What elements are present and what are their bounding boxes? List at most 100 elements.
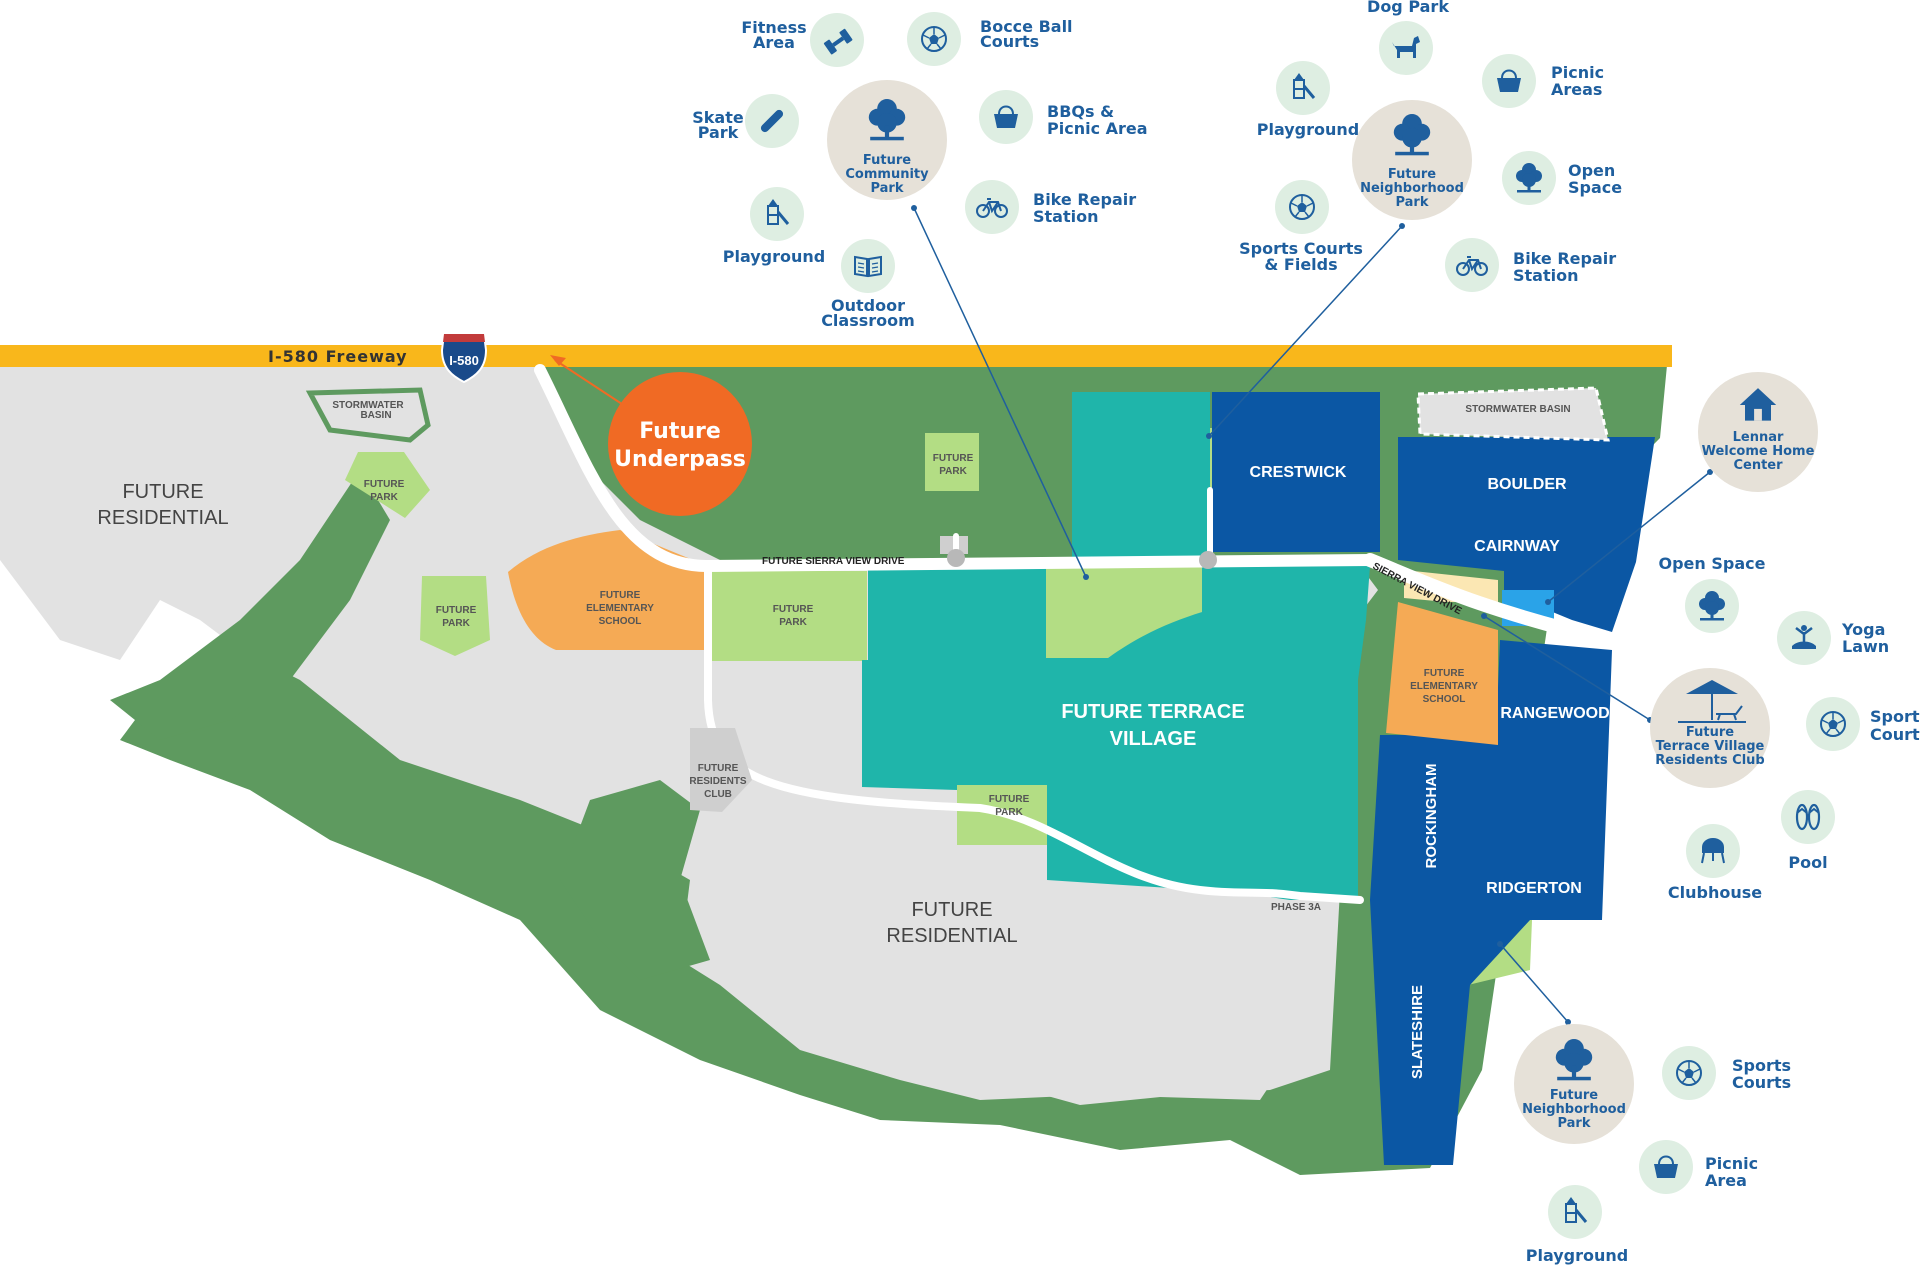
amenity-dog-park[interactable]: Dog Park [1367, 0, 1449, 75]
school-right-l3: SCHOOL [1423, 694, 1466, 705]
stormwater-basin-right [1416, 386, 1610, 442]
sports-court-l2: Court [1870, 725, 1920, 744]
picnic-area-l2: Area [1705, 1171, 1747, 1190]
hub-welcome-l1: Lennar [1733, 430, 1784, 445]
hub-community-l1: Future [863, 153, 911, 168]
amenity-open-space-2[interactable]: Open Space [1659, 554, 1766, 633]
amenity-sports-fields[interactable]: Sports Courts & Fields [1239, 180, 1363, 274]
amenity-picnic-areas[interactable]: Picnic Areas [1482, 54, 1604, 108]
hub-neighborhood-park-top[interactable]: Future Neighborhood Park [1352, 100, 1472, 220]
neighborhoods [1212, 392, 1655, 1165]
school-left-l3: SCHOOL [599, 616, 642, 627]
sports-court-l1: Sports [1870, 707, 1920, 726]
hub-neighborhood-park-bottom[interactable]: Future Neighborhood Park [1514, 1024, 1634, 1144]
future-park-2 [420, 576, 490, 656]
future-parks [345, 428, 1532, 985]
residents-club-labels: FUTURE RESIDENTS CLUB [689, 763, 747, 800]
amenity-sports-court[interactable]: Sports Court [1806, 697, 1920, 751]
hub-club-l1: Future [1686, 725, 1734, 740]
sports-fields-l1: Sports Courts [1239, 239, 1363, 258]
roundabout-2 [1199, 551, 1217, 569]
sports-fields-l2: & Fields [1264, 255, 1337, 274]
underpass-line1: Future [639, 419, 721, 444]
open-space2-label: Open Space [1659, 554, 1766, 573]
amenity-open-space-1[interactable]: Open Space [1502, 151, 1622, 205]
school-right-l1: FUTURE [1424, 668, 1465, 679]
boulder-label: BOULDER [1487, 476, 1567, 493]
amenity-bocce[interactable]: Bocce Ball Courts [907, 12, 1073, 66]
phase-label: PHASE 3A [1271, 902, 1321, 913]
stormwater-basin-left [305, 387, 431, 443]
amenity-playground-1[interactable]: Playground [723, 187, 826, 266]
yoga-l1: Yoga [1841, 620, 1885, 639]
hub-community-l2: Community [845, 167, 929, 182]
amenity-pool[interactable]: Pool [1781, 790, 1835, 872]
bike2-l1: Bike Repair [1513, 249, 1616, 268]
amenity-outdoor-classroom[interactable]: Outdoor Classroom [821, 239, 915, 330]
classroom-l1: Outdoor [831, 296, 905, 315]
future-residential-bottom-l2: RESIDENTIAL [886, 925, 1017, 947]
bocce-l1: Bocce Ball [980, 17, 1073, 36]
amenity-bbq[interactable]: BBQs & Picnic Area [979, 90, 1148, 144]
hub-nb-bot-l1: Future [1550, 1088, 1598, 1103]
hub-nb-top-l3: Park [1395, 195, 1428, 210]
amenity-skate[interactable]: Skate Park [692, 94, 799, 148]
boulder-cairnway-area [1398, 437, 1655, 632]
connector-neighborhood-bottom [1499, 943, 1569, 1023]
playground3-label: Playground [1526, 1246, 1629, 1265]
amenity-bike-repair-1[interactable]: Bike Repair Station [965, 180, 1136, 234]
park-label-1a: FUTURE [364, 479, 405, 490]
park-label-2a: FUTURE [436, 605, 477, 616]
amenity-fitness[interactable]: Fitness Area [741, 13, 864, 67]
freeway [0, 345, 1672, 367]
future-residential-left-l2: RESIDENTIAL [97, 507, 228, 529]
bike1-l1: Bike Repair [1033, 190, 1136, 209]
school-left-l1: FUTURE [600, 590, 641, 601]
crestwick-area [1212, 392, 1380, 552]
hub-community-park[interactable]: Future Community Park [827, 80, 947, 200]
grey-lower-chunk [690, 790, 1340, 1105]
park-label-4a: FUTURE [773, 604, 814, 615]
bike2-l2: Station [1513, 266, 1578, 285]
amenity-picnic-area[interactable]: Picnic Area [1639, 1140, 1758, 1194]
sports-courts-l1: Sports [1732, 1056, 1791, 1075]
underpass-arrow [554, 359, 629, 409]
picnic-areas-l1: Picnic [1551, 63, 1604, 82]
future-underpass-circle[interactable] [608, 372, 752, 516]
amenity-playground-3[interactable]: Playground [1526, 1185, 1629, 1265]
amenity-clubhouse[interactable]: Clubhouse [1668, 824, 1762, 902]
underpass-line2: Underpass [614, 447, 746, 472]
amenity-sports-courts[interactable]: Sports Courts [1662, 1046, 1791, 1100]
school-right-l2: ELEMENTARY [1410, 681, 1478, 692]
crestwick-label: CRESTWICK [1250, 464, 1347, 481]
terrace-village-l1: FUTURE TERRACE [1061, 701, 1244, 723]
terrace-village-area [862, 566, 1370, 900]
green-wedge-left [110, 470, 390, 740]
park-label-1b: PARK [370, 492, 398, 503]
hub-welcome-center[interactable]: Lennar Welcome Home Center [1698, 372, 1818, 492]
school-left-l2: ELEMENTARY [586, 603, 654, 614]
cairnway-label: CAIRNWAY [1474, 538, 1560, 555]
hub-nb-bot-l3: Park [1557, 1116, 1590, 1131]
hub-nb-top-l1: Future [1388, 167, 1436, 182]
ridgerton-label: RIDGERTON [1486, 880, 1582, 897]
future-residential-bottom-l1: FUTURE [911, 899, 992, 921]
playground2-label: Playground [1257, 120, 1360, 139]
connector-welcome [1547, 471, 1711, 603]
future-residential-left-l1: FUTURE [122, 481, 203, 503]
rangewood-rockingham-area [1370, 640, 1612, 1165]
amenity-yoga[interactable]: Yoga Lawn [1777, 611, 1889, 665]
open-space1-l2: Space [1568, 178, 1622, 197]
connector-community-park [913, 207, 1087, 578]
amenity-bike-repair-2[interactable]: Bike Repair Station [1445, 238, 1616, 292]
rangewood-label: RANGEWOOD [1500, 705, 1609, 722]
underpass-arrow-head [550, 355, 566, 366]
park-label-6b: PARK [995, 807, 1023, 818]
rockingham-label: ROCKINGHAM [1423, 764, 1440, 869]
bbq-l1: BBQs & [1047, 102, 1114, 121]
amenity-playground-2[interactable]: Playground [1257, 61, 1360, 139]
hub-club-l2: Terrace Village [1656, 739, 1765, 754]
terrace-upper-teal [1072, 392, 1210, 560]
hub-residents-club[interactable]: Future Terrace Village Residents Club [1650, 668, 1770, 788]
